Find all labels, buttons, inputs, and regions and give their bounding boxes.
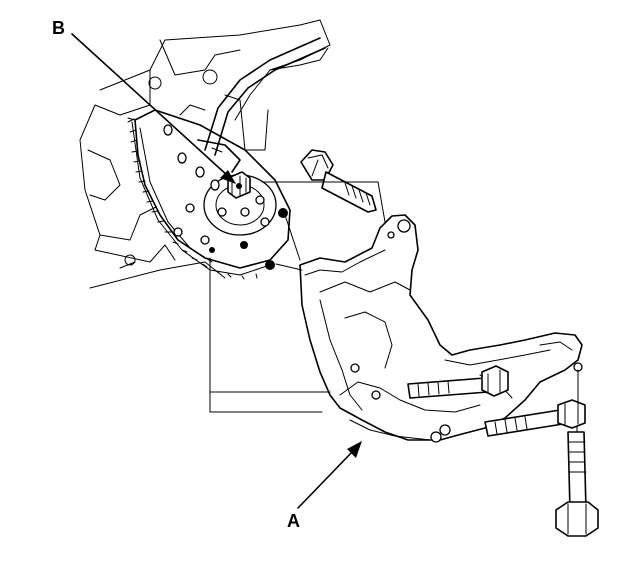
vertical-bolt [555, 431, 599, 537]
callout-arrow-a [297, 441, 362, 509]
bracket-bolt-upper [407, 365, 509, 399]
oil-pipe [197, 37, 326, 173]
bracket-bolt-lower [484, 399, 586, 437]
callout-label-b: B [52, 18, 65, 38]
drive-plate-bolt [227, 171, 251, 199]
callout-arrow-b [71, 33, 236, 184]
callout-label-a: A [287, 511, 300, 531]
bracket-a [299, 214, 583, 443]
alignment-lines [209, 181, 579, 433]
upper-bolt [300, 149, 377, 213]
flywheel [127, 109, 291, 280]
